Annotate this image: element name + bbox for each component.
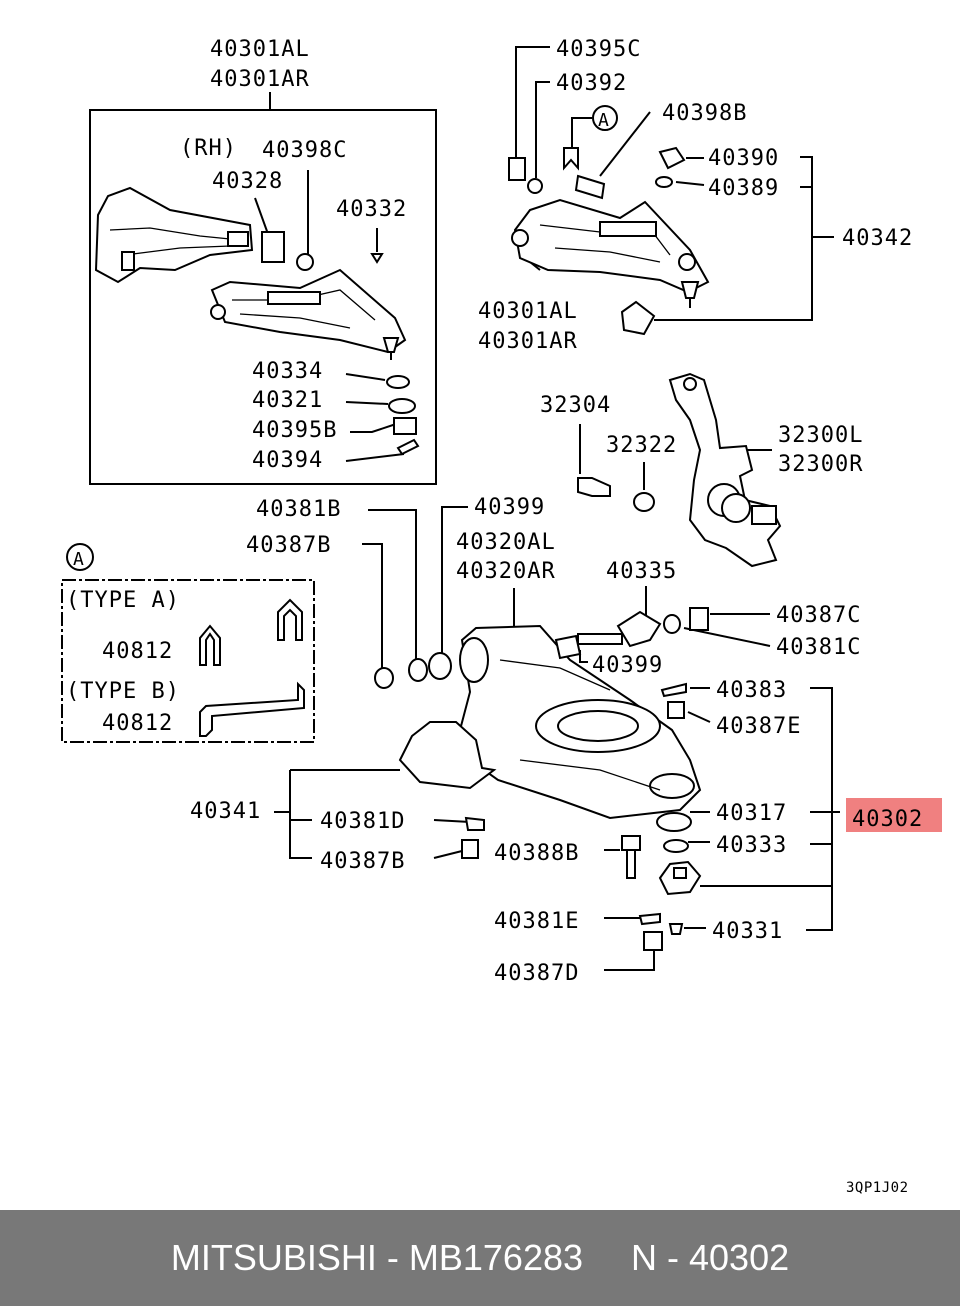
label-32322: 32322 [606, 433, 677, 458]
mark-a-circle-upper [592, 105, 618, 131]
label-40381b: 40381B [256, 497, 341, 522]
upper-arm-assembly [508, 146, 710, 336]
label-40399-top: 40399 [474, 495, 545, 520]
label-40321: 40321 [252, 388, 323, 413]
label-40387d: 40387D [494, 961, 579, 986]
label-40392: 40392 [556, 71, 627, 96]
highlight-40302 [846, 798, 942, 832]
label-40301ar: 40301AR [478, 329, 578, 354]
label-40342: 40342 [842, 226, 913, 251]
label-40302: 40302 [852, 807, 923, 832]
label-type-b: (TYPE B) [66, 679, 180, 704]
label-40387e: 40387E [716, 714, 801, 739]
mark-a-circle-type [66, 543, 94, 571]
label-40332: 40332 [336, 197, 407, 222]
label-40812-b: 40812 [102, 711, 173, 736]
label-32304: 32304 [540, 393, 611, 418]
parts-diagram: 40301AL 40301AR (RH) 40398C 40328 40332 … [61, 37, 942, 1196]
label-40301al-inset: 40301AL [210, 37, 310, 62]
label-32300l: 32300L [778, 423, 863, 448]
lower-arm-assembly [374, 607, 709, 951]
label-40812-a: 40812 [102, 639, 173, 664]
mark-a-type: A [73, 549, 85, 570]
drawing-code: 3QP1J02 [846, 1180, 909, 1196]
footer-reference: N - 40302 [631, 1237, 790, 1278]
steering-knuckle [668, 372, 782, 568]
label-40331: 40331 [712, 919, 783, 944]
label-40399-mid: 40399 [592, 653, 663, 678]
label-40387b-top: 40387B [246, 533, 331, 558]
label-32300r: 32300R [778, 452, 863, 477]
label-40320al: 40320AL [456, 530, 556, 555]
clip-type-b [199, 681, 305, 737]
label-rh: (RH) [180, 136, 237, 161]
label-40341: 40341 [190, 799, 261, 824]
label-40301ar-inset: 40301AR [210, 67, 310, 92]
label-40387b-bot: 40387B [320, 849, 405, 874]
label-40335: 40335 [606, 559, 677, 584]
label-40394: 40394 [252, 448, 323, 473]
mark-a-upper: A [598, 110, 610, 131]
label-40387c: 40387C [776, 603, 861, 628]
clip-type-a-side [277, 598, 303, 641]
inset-upper-arm [210, 253, 420, 456]
label-40334: 40334 [252, 359, 323, 384]
type-frame [61, 579, 315, 743]
label-40383: 40383 [716, 678, 787, 703]
label-40320ar: 40320AR [456, 559, 556, 584]
clip-type-a [199, 624, 221, 666]
label-40333: 40333 [716, 833, 787, 858]
label-40381c: 40381C [776, 635, 861, 660]
inset-frame-bracket [94, 186, 285, 284]
label-40301al: 40301AL [478, 299, 578, 324]
label-40381d: 40381D [320, 809, 405, 834]
footer-bar: MITSUBISHI - MB176283 N - 40302 [0, 1210, 960, 1306]
label-40388b: 40388B [494, 841, 579, 866]
label-40317: 40317 [716, 801, 787, 826]
label-40389: 40389 [708, 176, 779, 201]
label-40398b: 40398B [662, 101, 747, 126]
label-40395b: 40395B [252, 418, 337, 443]
inset-frame [89, 109, 437, 485]
label-40328: 40328 [212, 169, 283, 194]
label-type-a: (TYPE A) [66, 588, 180, 613]
label-40390: 40390 [708, 146, 779, 171]
label-40398c: 40398C [262, 138, 347, 163]
footer-part-number: MITSUBISHI - MB176283 [170, 1237, 584, 1278]
label-40395c: 40395C [556, 37, 641, 62]
label-40381e: 40381E [494, 909, 579, 934]
